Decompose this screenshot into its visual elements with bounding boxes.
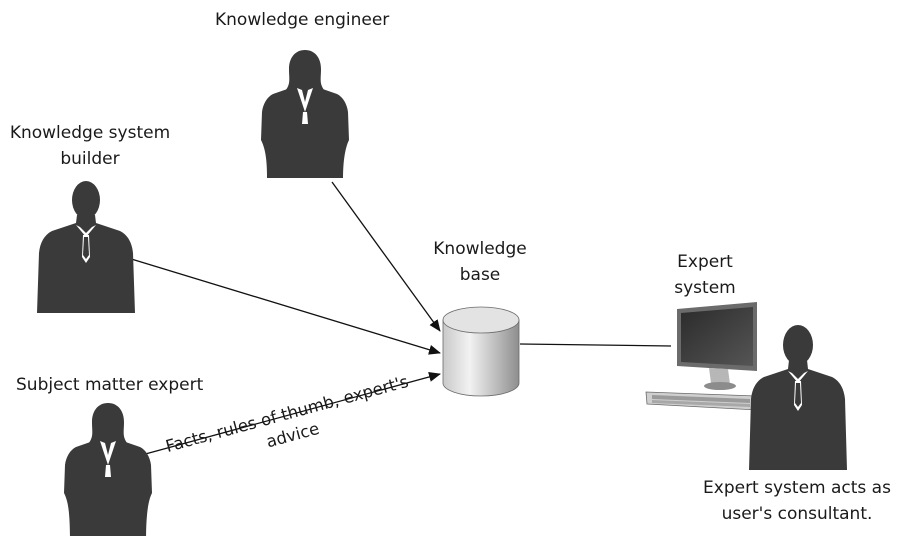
female-silhouette-icon [261, 50, 349, 178]
line-base-to-expert-system [519, 343, 672, 347]
subject-matter-expert-label: Subject matter expert [16, 375, 204, 395]
male-silhouette-icon [37, 181, 135, 313]
consultant-label: Expert system acts as user's consultant. [699, 475, 895, 527]
knowledge-base-line2: base [459, 265, 501, 285]
expert-system-line1: Expert [677, 252, 733, 272]
knowledge-engineer-label: Knowledge engineer [215, 10, 390, 30]
knowledge-system-builder-label: Knowledge system builder [4, 120, 176, 172]
knowledge-base-label: Knowledge base [420, 236, 540, 288]
arrow-subject-expert-to-base [137, 372, 441, 457]
female-silhouette-icon [64, 403, 152, 540]
desktop-computer-icon [677, 302, 757, 390]
consultant-line1: Expert system acts as [703, 478, 891, 498]
keyboard-icon [645, 391, 758, 411]
male-silhouette-icon [749, 325, 847, 470]
expert-system-line2: system [674, 278, 736, 298]
arrow-knowledge-engineer-to-base [331, 181, 441, 332]
knowledge-system-builder-line1: Knowledge system [9, 123, 171, 143]
arrow-system-builder-to-base [127, 257, 441, 355]
consultant-line2: user's consultant. [721, 504, 873, 524]
knowledge-base-line1: Knowledge [433, 239, 527, 259]
database-cylinder-icon [442, 306, 520, 397]
expert-system-label: Expert system [650, 249, 760, 301]
knowledge-system-builder-line2: builder [60, 149, 120, 169]
